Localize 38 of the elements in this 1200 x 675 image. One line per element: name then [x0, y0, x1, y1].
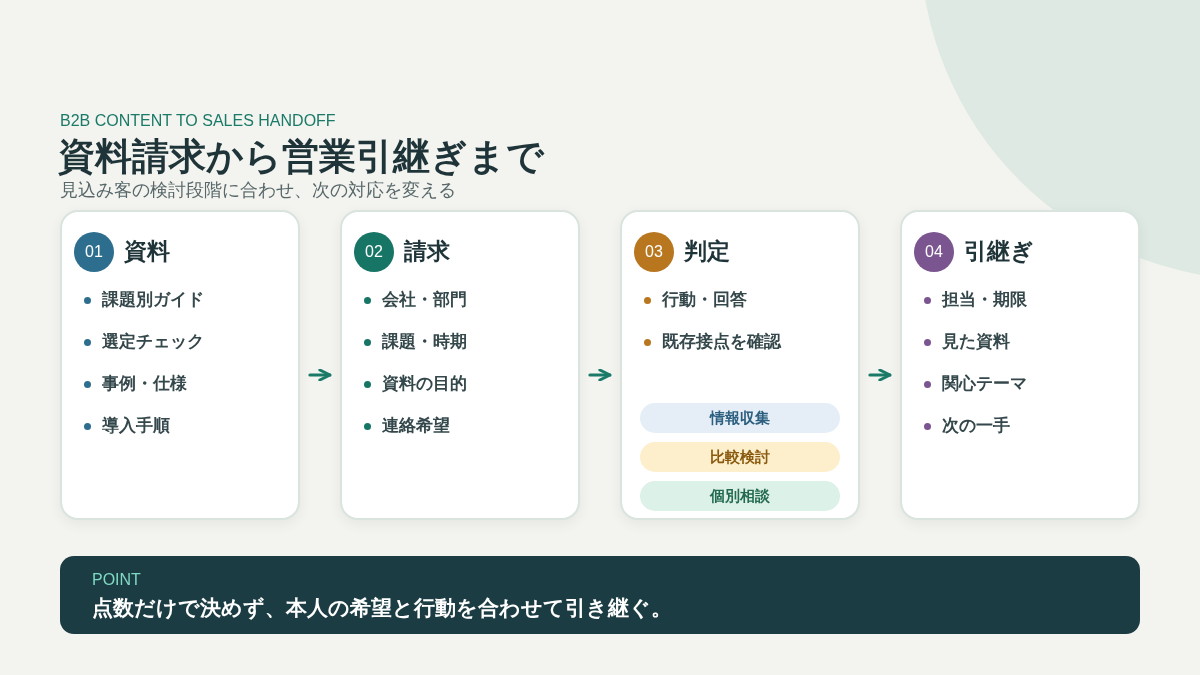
list-item: 既存接点を確認 — [662, 331, 781, 353]
step-card — [620, 210, 860, 520]
list-item: 行動・回答 — [662, 289, 747, 311]
step-card — [340, 210, 580, 520]
step-heading: 引継ぎ — [964, 237, 1034, 266]
step-number-badge: 03 — [634, 232, 674, 272]
list-item: 見た資料 — [942, 331, 1010, 353]
subtitle: 見込み客の検討段階に合わせ、次の対応を変える — [60, 179, 456, 202]
step-number-badge: 01 — [74, 232, 114, 272]
stage-pill: 比較検討 — [640, 442, 840, 472]
list-item: 会社・部門 — [382, 289, 467, 311]
arrow — [308, 368, 332, 382]
point-panel — [60, 556, 1140, 634]
list-item: 課題別ガイド — [102, 289, 204, 311]
list-item: 選定チェック — [102, 331, 204, 353]
step-heading: 請求 — [404, 237, 450, 266]
step-card — [900, 210, 1140, 520]
list-item: 連絡希望 — [382, 415, 450, 437]
step-card — [60, 210, 300, 520]
stage-pill: 個別相談 — [640, 481, 840, 511]
stage-pill: 情報収集 — [640, 403, 840, 433]
list-item: 資料の目的 — [382, 373, 467, 395]
point-label: POINT — [92, 571, 141, 589]
list-item: 導入手順 — [102, 415, 170, 437]
list-item: 担当・期限 — [942, 289, 1027, 311]
list-item: 次の一手 — [942, 415, 1010, 437]
step-number-badge: 02 — [354, 232, 394, 272]
eyebrow-text: B2B CONTENT TO SALES HANDOFF — [60, 112, 336, 130]
arrow — [868, 368, 892, 382]
step-number-badge: 04 — [914, 232, 954, 272]
point-text: 点数だけで決めず、本人の希望と行動を合わせて引き継ぐ。 — [92, 595, 672, 622]
list-item: 事例・仕様 — [102, 373, 187, 395]
step-heading: 判定 — [684, 237, 730, 266]
list-item: 課題・時期 — [382, 331, 467, 353]
step-heading: 資料 — [124, 237, 170, 266]
list-item: 関心テーマ — [942, 373, 1027, 395]
arrow — [588, 368, 612, 382]
title: 資料請求から営業引継ぎまで — [58, 135, 544, 179]
